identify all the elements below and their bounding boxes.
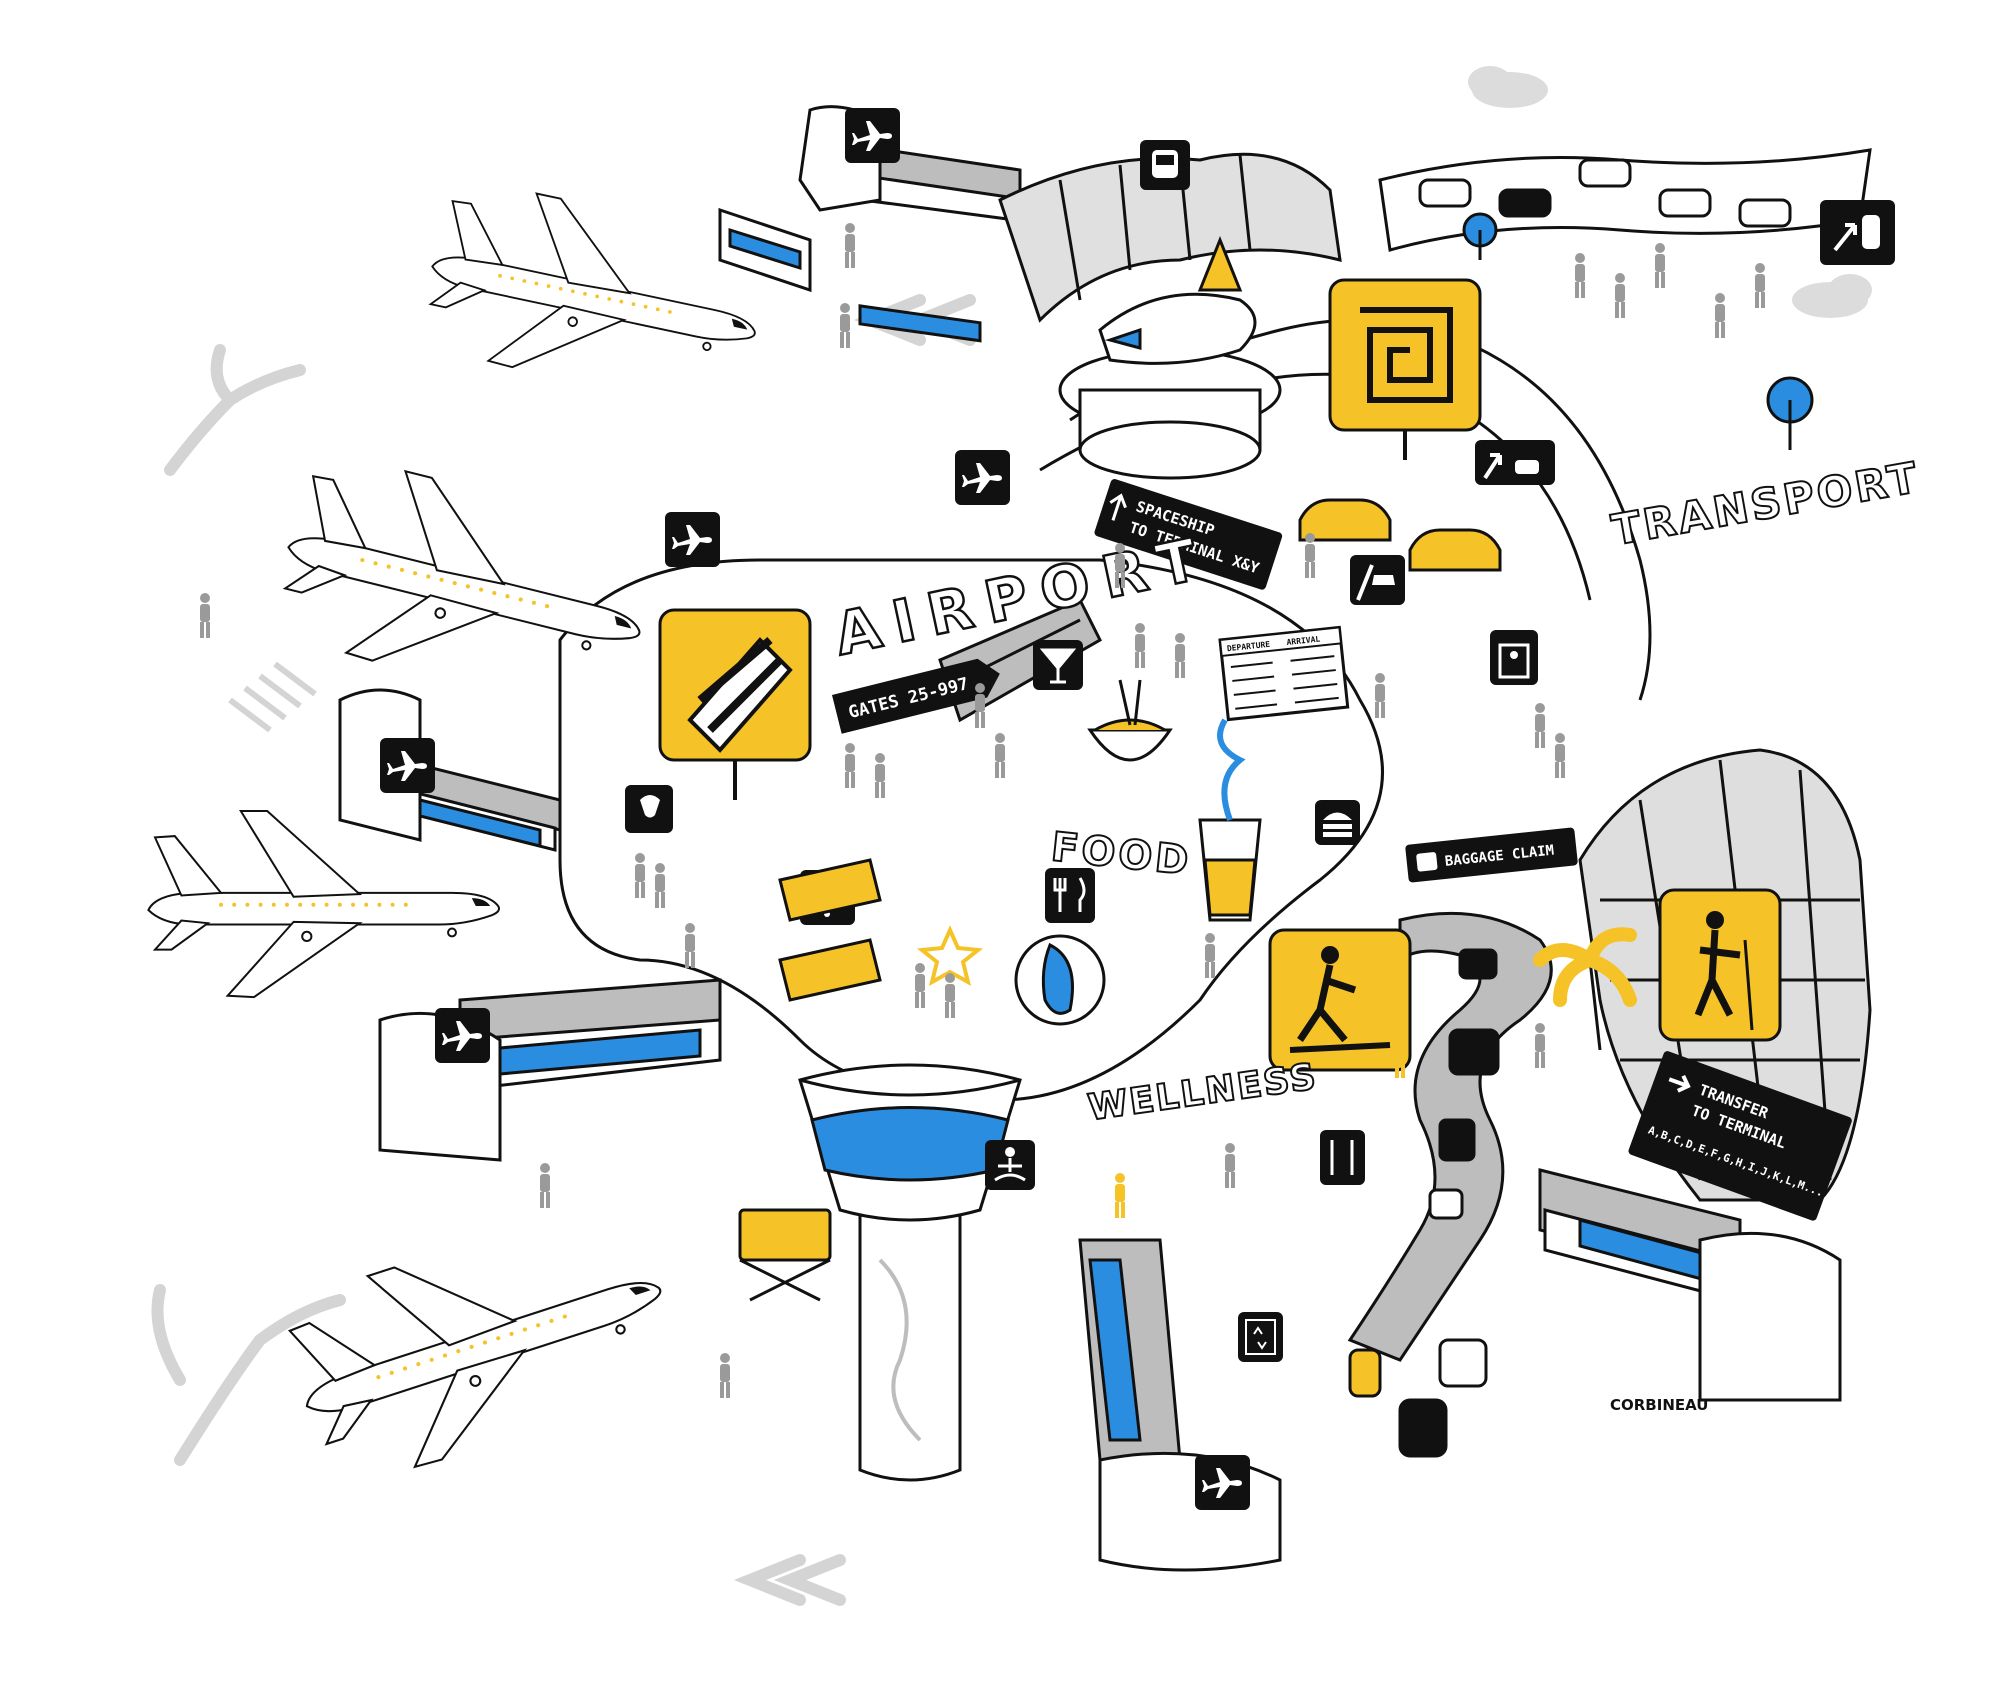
jet-bridge xyxy=(338,688,562,852)
arrival-label: ARRIVAL xyxy=(1286,635,1321,647)
transfer-direction-sign: TRANSFER TO TERMINAL A,B,C,D,E,F,G,H,I,J… xyxy=(1628,1051,1852,1221)
bus xyxy=(718,207,812,293)
taxi-cars xyxy=(1298,498,1502,572)
airplane xyxy=(147,810,501,999)
meditation-icon xyxy=(985,1140,1035,1190)
baggage-claim-sign: BAGGAGE CLAIM xyxy=(1405,827,1578,883)
taxi-icon xyxy=(1820,200,1895,265)
taxi-icon xyxy=(1475,440,1555,485)
baggage-cart xyxy=(738,1208,832,1302)
burger-icon xyxy=(1315,800,1360,845)
airplane-icon xyxy=(955,450,1010,505)
zebra-crossing xyxy=(228,661,317,733)
transport-label: TRANSPORT xyxy=(1608,453,1923,555)
jet-bridge xyxy=(378,978,722,1162)
palm-tree xyxy=(1533,927,1637,1051)
airplane-icon xyxy=(665,512,720,567)
star-decoration xyxy=(916,925,984,986)
train-station-roof xyxy=(998,152,1342,323)
airplane-icon xyxy=(380,738,435,793)
control-tower xyxy=(798,1063,1022,1482)
airplane-icon xyxy=(1195,1455,1250,1510)
airplane xyxy=(273,1190,691,1496)
noodle-bowl xyxy=(1087,679,1173,762)
spaceship-platform xyxy=(1058,235,1282,480)
yellow-sign-sandwich xyxy=(658,608,812,800)
artist-signature: CORBINEAU xyxy=(1610,1396,1708,1414)
train-icon xyxy=(1140,140,1190,190)
cutlery-icon xyxy=(1045,868,1095,923)
airplane-icon xyxy=(845,108,900,163)
baggage-conveyor xyxy=(1347,911,1553,1458)
yellow-sign-maze xyxy=(1328,278,1482,460)
departure-arrival-board: DEPARTURE ARRIVAL xyxy=(1218,625,1350,722)
jet-bridge xyxy=(1078,1238,1282,1572)
taxi-icon xyxy=(1350,555,1405,605)
lounge-chairs xyxy=(778,858,882,1002)
security-check-icon xyxy=(1490,630,1538,685)
rain-cloud xyxy=(1468,66,1872,318)
milkshake xyxy=(1198,718,1262,922)
cocktail-icon xyxy=(1033,640,1083,690)
wellness-label: WELLNESS xyxy=(1086,1056,1321,1129)
charging-plug-icon xyxy=(625,785,673,833)
yellow-sign-hiker xyxy=(1658,888,1782,1042)
massage-icon xyxy=(1320,1130,1365,1185)
yellow-sign-treadmill xyxy=(1268,928,1412,1072)
airplane-icon xyxy=(435,1008,490,1063)
lobster-plate xyxy=(1014,934,1106,1026)
parking-area xyxy=(1418,158,1814,450)
jet-bridge xyxy=(1538,1168,1842,1402)
elevator-icon xyxy=(1238,1312,1283,1362)
